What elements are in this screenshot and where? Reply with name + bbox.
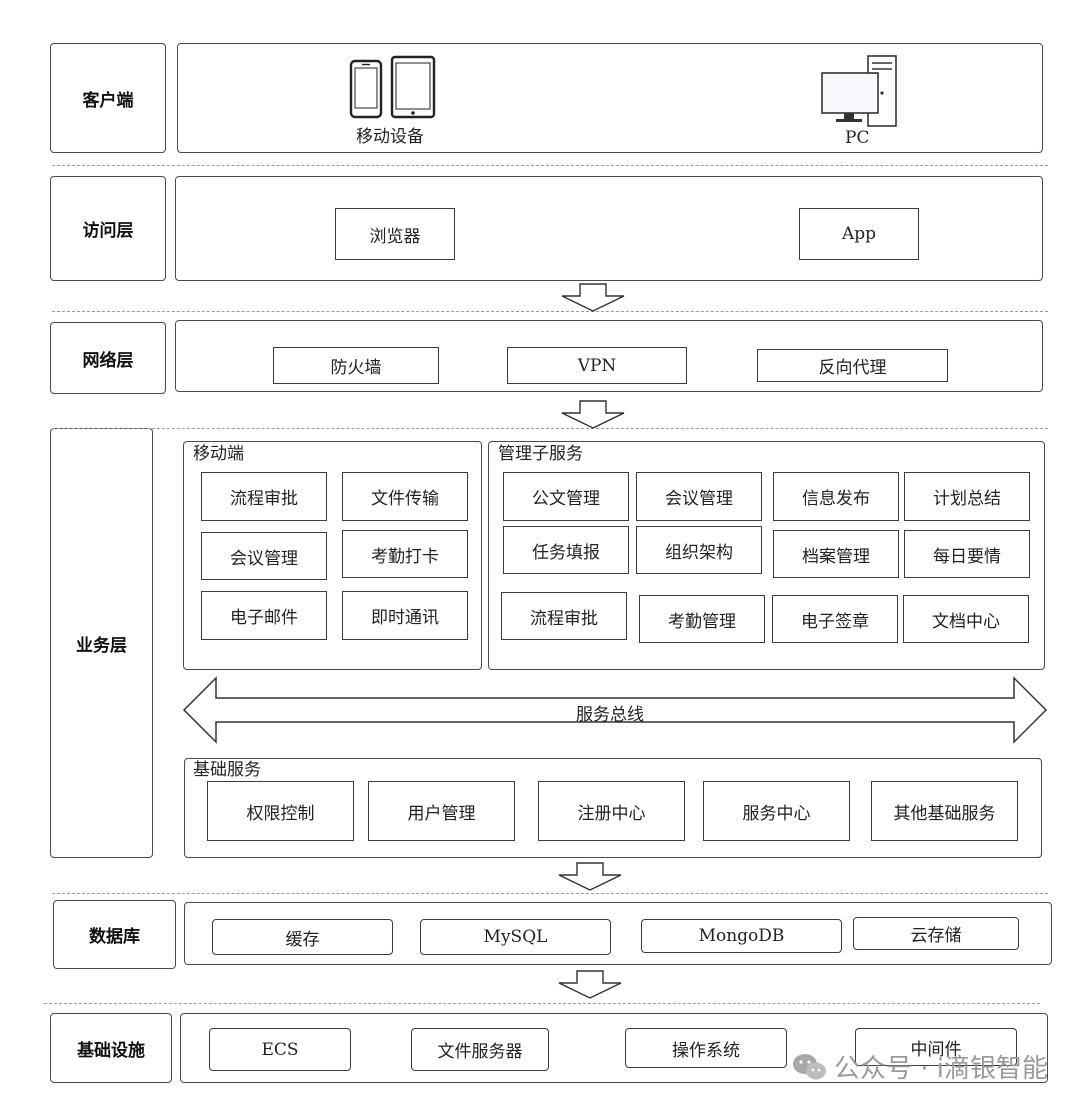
separator [52, 428, 1048, 429]
layer-label-infra: 基础设施 [50, 1013, 172, 1083]
mgmt-item: 组织架构 [636, 526, 762, 574]
layer-label-client: 客户端 [50, 43, 166, 153]
service-bus-arrow [182, 676, 1048, 744]
mgmt-item: 会议管理 [636, 472, 762, 521]
mobile-item: 会议管理 [201, 532, 327, 580]
separator [52, 165, 1048, 166]
mgmt-item: 文档中心 [903, 595, 1029, 643]
base-service-item: 其他基础服务 [871, 781, 1018, 841]
mobile-device-label: 移动设备 [356, 127, 424, 147]
base-service-item: 注册中心 [538, 781, 685, 841]
mobile-device-icon [349, 55, 436, 119]
separator [44, 1003, 1040, 1004]
watermark: 公众号 · i滴银智能 [792, 1048, 1048, 1085]
app-node: App [799, 208, 919, 260]
management-panel-title: 管理子服务 [498, 444, 583, 464]
vpn-node: VPN [507, 347, 687, 384]
infra-item: 操作系统 [625, 1028, 787, 1068]
base-service-item: 用户管理 [368, 781, 515, 841]
db-item: 云存储 [853, 917, 1019, 950]
pc-icon [821, 55, 897, 127]
separator [52, 893, 1048, 894]
mgmt-item: 信息发布 [773, 472, 899, 521]
mobile-panel-title: 移动端 [193, 444, 244, 464]
db-item: 缓存 [212, 919, 393, 955]
infra-item: ECS [209, 1028, 351, 1071]
mgmt-item: 电子签章 [772, 595, 898, 643]
mgmt-item: 流程审批 [501, 592, 627, 640]
layer-label-database: 数据库 [53, 900, 176, 969]
reverse-proxy-node: 反向代理 [757, 349, 948, 382]
mgmt-item: 每日要情 [904, 530, 1030, 578]
down-arrow-icon [558, 862, 622, 891]
mobile-item: 文件传输 [342, 472, 468, 521]
pc-label: PC [845, 128, 870, 148]
layer-label-access: 访问层 [50, 176, 166, 281]
mgmt-item: 档案管理 [773, 530, 899, 578]
client-panel [177, 43, 1043, 153]
mgmt-item: 计划总结 [904, 472, 1030, 521]
mobile-item: 考勤打卡 [342, 530, 468, 578]
mobile-item: 流程审批 [201, 472, 327, 521]
down-arrow-icon [561, 400, 625, 429]
infra-item: 中间件 [855, 1028, 1017, 1066]
base-service-item: 权限控制 [207, 781, 354, 841]
firewall-node: 防火墙 [273, 347, 439, 384]
layer-label-business: 业务层 [50, 428, 153, 858]
watermark-text: 公众号 · i滴银智能 [833, 1054, 1048, 1084]
base-service-item: 服务中心 [703, 781, 850, 841]
browser-node: 浏览器 [335, 208, 455, 260]
mgmt-item: 任务填报 [503, 526, 629, 574]
mobile-item: 电子邮件 [201, 591, 327, 640]
down-arrow-icon [561, 283, 625, 312]
db-item: MongoDB [641, 919, 842, 953]
down-arrow-icon [558, 970, 622, 999]
separator [52, 311, 1048, 312]
base-services-title: 基础服务 [193, 760, 261, 780]
infra-item: 文件服务器 [411, 1028, 549, 1071]
mgmt-item: 公文管理 [503, 472, 629, 521]
wechat-icon [792, 1053, 826, 1079]
db-item: MySQL [420, 919, 611, 955]
mobile-item: 即时通讯 [342, 591, 468, 640]
layer-label-network: 网络层 [50, 322, 166, 394]
service-bus-label: 服务总线 [576, 705, 644, 725]
mgmt-item: 考勤管理 [639, 595, 765, 643]
